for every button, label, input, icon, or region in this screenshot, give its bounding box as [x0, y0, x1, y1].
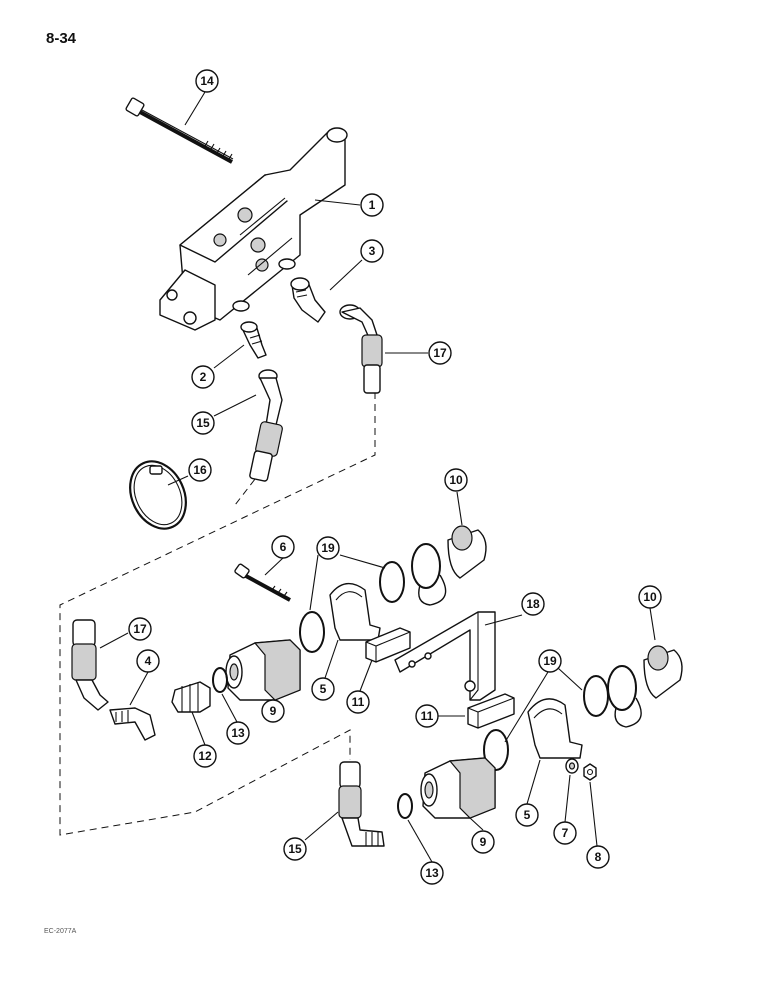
callout-15-upper: 15: [191, 411, 215, 435]
svg-text:1: 1: [369, 198, 376, 212]
part-3-elbow-fitting: [290, 277, 326, 323]
part-17-hose-lower: [71, 619, 109, 711]
svg-text:7: 7: [562, 826, 569, 840]
svg-text:13: 13: [231, 726, 245, 740]
callout-3: 3: [360, 239, 384, 263]
svg-text:2: 2: [200, 370, 207, 384]
svg-text:10: 10: [643, 590, 657, 604]
part-19-snap-ring-upper-b: [379, 561, 405, 603]
part-10-dust-cap-upper: [411, 525, 487, 606]
part-16-clamp: [129, 460, 187, 530]
callout-9-upper: 9: [261, 699, 285, 723]
svg-text:8: 8: [595, 850, 602, 864]
svg-text:3: 3: [369, 244, 376, 258]
svg-text:14: 14: [200, 74, 214, 88]
part-12-adapter: [171, 681, 211, 713]
part-5-mount-clamp-upper: [329, 582, 381, 641]
part-13-o-ring-lower: [397, 793, 413, 819]
valve-o-rings: [232, 258, 296, 312]
part-6-bolt: [234, 563, 291, 602]
part-4-elbow: [109, 707, 156, 741]
page-number: 8-34: [46, 30, 77, 47]
callout-11-upper: 11: [346, 690, 370, 714]
part-11-spacer-lower: [467, 693, 515, 729]
part-18-bracket: [394, 611, 496, 701]
callout-7: 7: [553, 821, 577, 845]
svg-text:19: 19: [543, 654, 557, 668]
part-19-snap-ring-lower-a: [483, 729, 509, 771]
svg-text:13: 13: [425, 866, 439, 880]
part-11-spacer-upper: [365, 627, 411, 663]
part-17-hose-upper: [339, 304, 383, 394]
callout-8: 8: [586, 845, 610, 869]
svg-text:15: 15: [288, 842, 302, 856]
callout-13-upper: 13: [226, 721, 250, 745]
svg-text:10: 10: [449, 473, 463, 487]
svg-text:12: 12: [198, 749, 212, 763]
callout-2: 2: [191, 365, 215, 389]
callout-19-upper: 19: [316, 536, 340, 560]
part-2-adapter: [240, 321, 267, 359]
part-19-snap-ring-lower-b: [583, 675, 609, 717]
svg-text:6: 6: [280, 540, 287, 554]
svg-text:4: 4: [145, 654, 152, 668]
svg-text:9: 9: [480, 835, 487, 849]
callout-12: 12: [193, 744, 217, 768]
callout-19-lower: 19: [538, 649, 562, 673]
svg-text:17: 17: [433, 346, 447, 360]
drawing-code: EC-2077A: [44, 928, 77, 935]
callout-6: 6: [271, 535, 295, 559]
svg-text:17: 17: [133, 622, 147, 636]
callout-9-lower: 9: [471, 830, 495, 854]
svg-text:11: 11: [421, 709, 434, 723]
svg-text:18: 18: [526, 597, 540, 611]
callout-14: 14: [195, 69, 219, 93]
part-19-snap-ring-upper-a: [299, 611, 325, 653]
part-5-mount-clamp-lower: [527, 698, 583, 759]
leader-lines: [99, 91, 656, 863]
part-14-bolt: [125, 97, 234, 164]
part-15-hose-upper: [249, 369, 283, 482]
part-15-hose-lower: [338, 761, 385, 847]
callout-18: 18: [521, 592, 545, 616]
callout-1: 1: [360, 193, 384, 217]
svg-text:5: 5: [320, 682, 327, 696]
callout-5-upper: 5: [311, 677, 335, 701]
part-1-control-valve: [159, 127, 348, 331]
svg-text:9: 9: [270, 704, 277, 718]
svg-text:19: 19: [321, 541, 335, 555]
part-9-coupler-lower: [420, 757, 496, 819]
callout-11-lower: 11: [415, 704, 439, 728]
part-10-dust-cap-lower: [607, 645, 683, 728]
part-13-o-ring-upper: [212, 667, 228, 693]
callout-10-lower: 10: [638, 585, 662, 609]
callout-17-upper: 17: [428, 341, 452, 365]
callout-5-lower: 5: [515, 803, 539, 827]
part-9-coupler-upper: [225, 639, 301, 701]
part-7-washer: [565, 758, 579, 774]
callout-13-lower: 13: [420, 861, 444, 885]
svg-text:16: 16: [193, 463, 207, 477]
callout-4: 4: [136, 649, 160, 673]
callout-10-upper: 10: [444, 468, 468, 492]
callout-16: 16: [188, 458, 212, 482]
svg-text:5: 5: [524, 808, 531, 822]
callout-17-lower: 17: [128, 617, 152, 641]
svg-text:11: 11: [352, 695, 365, 709]
part-8-nut: [583, 763, 597, 781]
hose-routing-lines: [59, 392, 376, 836]
callout-15-lower: 15: [283, 837, 307, 861]
svg-text:15: 15: [196, 416, 210, 430]
